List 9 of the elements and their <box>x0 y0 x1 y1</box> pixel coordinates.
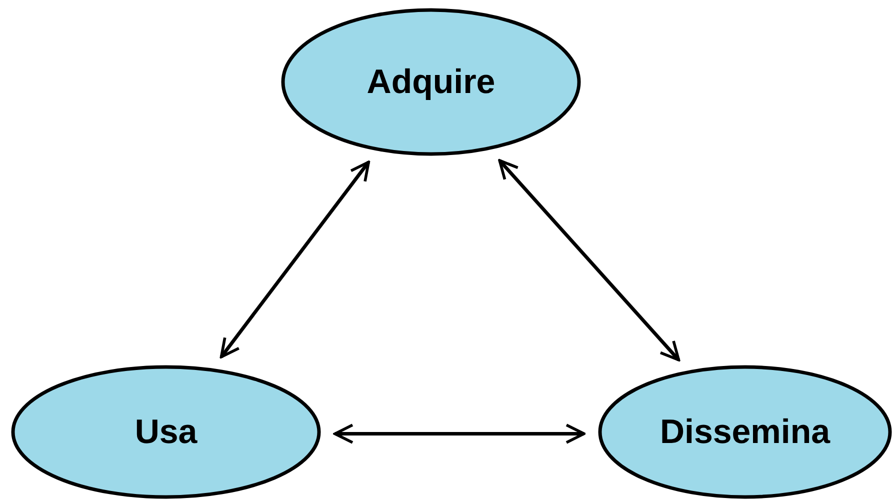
node-label: Dissemina <box>660 412 830 452</box>
ellipse-node <box>11 365 321 499</box>
double-arrow <box>498 159 680 362</box>
ellipse-node <box>598 365 892 499</box>
node-label: Adquire <box>366 62 496 102</box>
double-arrow <box>220 160 370 358</box>
ellipse-node <box>281 8 581 156</box>
double-arrow <box>334 424 586 444</box>
node-label: Usa <box>134 412 198 452</box>
